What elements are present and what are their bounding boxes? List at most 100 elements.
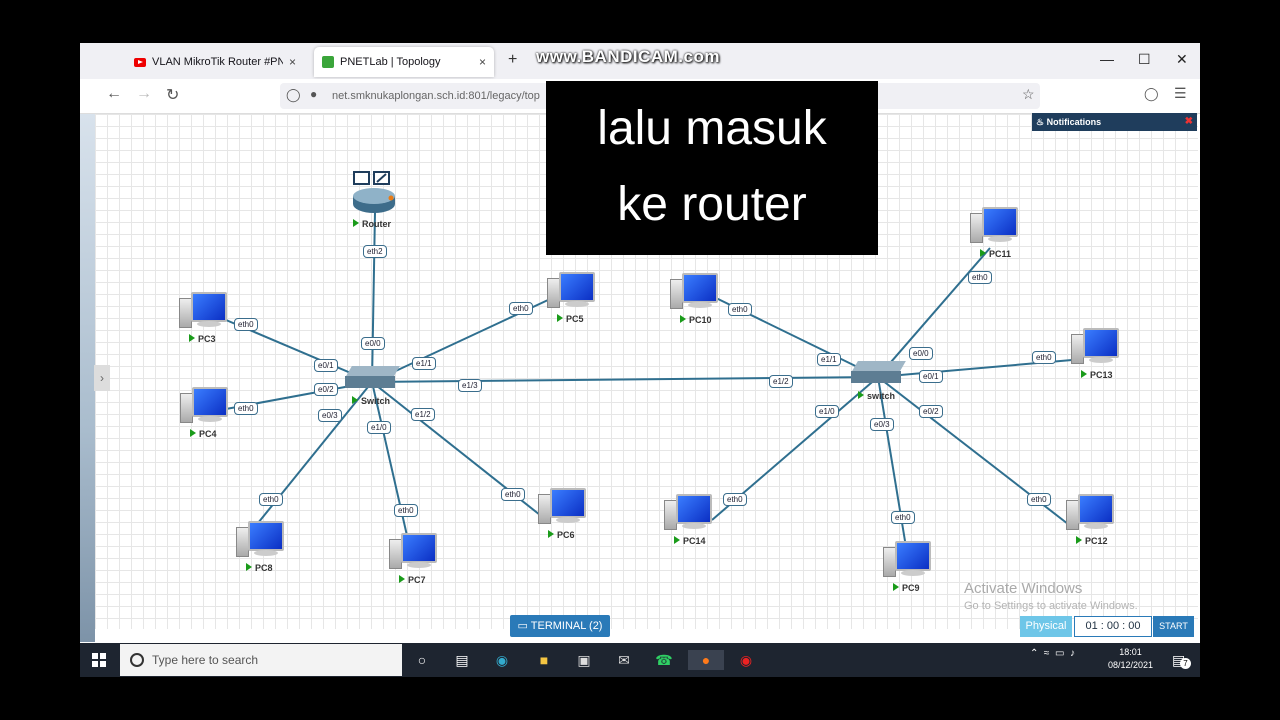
interface-label[interactable]: eth0 — [1027, 493, 1051, 506]
interface-label[interactable]: e1/2 — [411, 408, 435, 421]
caption-overlay: lalu masuk ke router — [546, 81, 878, 255]
close-icon[interactable]: ✖ — [1184, 116, 1193, 127]
node-label-switch2[interactable]: switch — [858, 391, 895, 401]
terminal-button[interactable]: ▭ TERMINAL (2) — [510, 615, 610, 637]
interface-label[interactable]: e0/3 — [870, 418, 894, 431]
interface-label[interactable]: e1/2 — [769, 375, 793, 388]
forward-icon[interactable]: → — [136, 85, 152, 102]
interface-label[interactable]: eth0 — [501, 488, 525, 501]
back-icon[interactable]: ← — [106, 85, 122, 102]
close-icon[interactable]: × — [288, 55, 296, 69]
interface-label[interactable]: eth0 — [1032, 351, 1056, 364]
router-icon[interactable] — [352, 170, 398, 216]
pc-icon[interactable] — [883, 541, 931, 581]
interface-label[interactable]: e0/1 — [919, 370, 943, 383]
interface-label[interactable]: eth0 — [259, 493, 283, 506]
node-label-switch1[interactable]: Switch — [352, 396, 390, 406]
interface-label[interactable]: e1/0 — [367, 421, 391, 434]
tab-pnetlab-topology[interactable]: PNETLab | Topology × — [314, 47, 494, 77]
menu-icon[interactable]: ☰ — [1174, 85, 1187, 101]
node-label-pc4[interactable]: PC4 — [190, 429, 217, 439]
recording-watermark: www.BANDICAM.com — [536, 47, 720, 66]
maximize-icon[interactable]: ☐ — [1138, 51, 1151, 67]
node-label-pc7[interactable]: PC7 — [399, 575, 426, 585]
pc-icon[interactable] — [547, 272, 595, 312]
reload-icon[interactable]: ↻ — [166, 87, 180, 104]
task-view-icon[interactable]: ▤ — [455, 651, 469, 668]
node-label-router[interactable]: Router — [353, 219, 391, 229]
firefox-icon[interactable]: ● — [688, 650, 724, 670]
sidebar-toggle-icon[interactable]: › — [94, 365, 110, 391]
node-label-pc13[interactable]: PC13 — [1081, 370, 1113, 380]
interface-label[interactable]: eth0 — [234, 402, 258, 415]
pc-icon[interactable] — [664, 494, 712, 534]
interface-label[interactable]: e1/1 — [412, 357, 436, 370]
interface-label[interactable]: e1/1 — [817, 353, 841, 366]
interface-label[interactable]: eth0 — [723, 493, 747, 506]
interface-label[interactable]: e1/0 — [815, 405, 839, 418]
node-label-pc10[interactable]: PC10 — [680, 315, 712, 325]
interface-label[interactable]: eth2 — [363, 245, 387, 258]
close-icon[interactable]: × — [478, 55, 486, 69]
taskbar-search[interactable]: Type here to search — [120, 644, 402, 676]
interface-label[interactable]: eth0 — [728, 303, 752, 316]
system-tray[interactable]: ⌃ ≈ ▭ ♪ — [1030, 648, 1075, 659]
pc-icon[interactable] — [180, 387, 228, 427]
link-pc11-switch2[interactable] — [877, 247, 991, 378]
node-label-pc3[interactable]: PC3 — [189, 334, 216, 344]
node-label-pc6[interactable]: PC6 — [548, 530, 575, 540]
lock-icon[interactable]: ● — [310, 87, 318, 101]
bandicam-record-icon[interactable]: ◉ — [739, 651, 753, 668]
edge-icon[interactable]: ◉ — [495, 651, 509, 668]
pc-icon[interactable] — [670, 273, 718, 313]
interface-label[interactable]: e0/2 — [919, 405, 943, 418]
notifications-panel[interactable]: ♨ Notifications ✖ — [1032, 113, 1197, 131]
interface-label[interactable]: eth0 — [968, 271, 992, 284]
close-window-icon[interactable]: ✕ — [1176, 51, 1188, 67]
link-switch1-switch2[interactable] — [371, 376, 879, 383]
interface-label[interactable]: eth0 — [234, 318, 258, 331]
minimize-icon[interactable]: — — [1100, 51, 1114, 67]
file-explorer-icon[interactable]: ■ — [539, 652, 549, 668]
pc-icon[interactable] — [389, 533, 437, 573]
action-center-icon[interactable]: ▤7 — [1172, 652, 1191, 669]
pc-icon[interactable] — [1071, 328, 1119, 368]
interface-label[interactable]: eth0 — [891, 511, 915, 524]
interface-label[interactable]: e0/2 — [314, 383, 338, 396]
interface-label[interactable]: eth0 — [394, 504, 418, 517]
physical-button[interactable]: Physical — [1020, 616, 1072, 637]
node-label-pc5[interactable]: PC5 — [557, 314, 584, 324]
switch-icon[interactable] — [851, 361, 906, 385]
node-label-pc11[interactable]: PC11 — [980, 249, 1011, 259]
whatsapp-icon[interactable]: ☎ — [655, 651, 673, 668]
pc-icon[interactable] — [179, 292, 227, 332]
interface-label[interactable]: e0/0 — [361, 337, 385, 350]
pc-icon[interactable] — [1066, 494, 1114, 534]
url-text[interactable]: net.smknukaplongan.sch.id:801/legacy/top — [332, 90, 540, 102]
node-label-pc12[interactable]: PC12 — [1076, 536, 1108, 546]
pc-icon[interactable] — [236, 521, 284, 561]
link-router-switch1[interactable] — [371, 211, 376, 383]
interface-label[interactable]: e0/1 — [314, 359, 338, 372]
interface-label[interactable]: e1/3 — [458, 379, 482, 392]
start-timer-button[interactable]: START — [1153, 616, 1194, 637]
taskbar-clock[interactable]: 18:01 08/12/2021 — [1108, 646, 1153, 672]
store-icon[interactable]: ▣ — [577, 651, 591, 668]
node-label-pc8[interactable]: PC8 — [246, 563, 273, 573]
windows-start-icon[interactable] — [92, 653, 106, 667]
pc-icon[interactable] — [970, 207, 1018, 247]
new-tab-button[interactable]: + — [508, 51, 518, 68]
tab-vlan-mikrotik[interactable]: VLAN MikroTik Router #PNETLa × — [126, 47, 304, 77]
interface-label[interactable]: eth0 — [509, 302, 533, 315]
pc-icon[interactable] — [538, 488, 586, 528]
cortana-icon[interactable]: ○ — [417, 652, 427, 668]
shield-icon[interactable]: ◯ — [286, 87, 301, 102]
node-label-pc9[interactable]: PC9 — [893, 583, 920, 593]
node-label-pc14[interactable]: PC14 — [674, 536, 706, 546]
switch-icon[interactable] — [345, 366, 400, 390]
pocket-icon[interactable]: ◯ — [1144, 86, 1159, 101]
mail-icon[interactable]: ✉ — [618, 651, 630, 668]
bookmark-star-icon[interactable]: ☆ — [1022, 86, 1035, 102]
interface-label[interactable]: e0/0 — [909, 347, 933, 360]
interface-label[interactable]: e0/3 — [318, 409, 342, 422]
